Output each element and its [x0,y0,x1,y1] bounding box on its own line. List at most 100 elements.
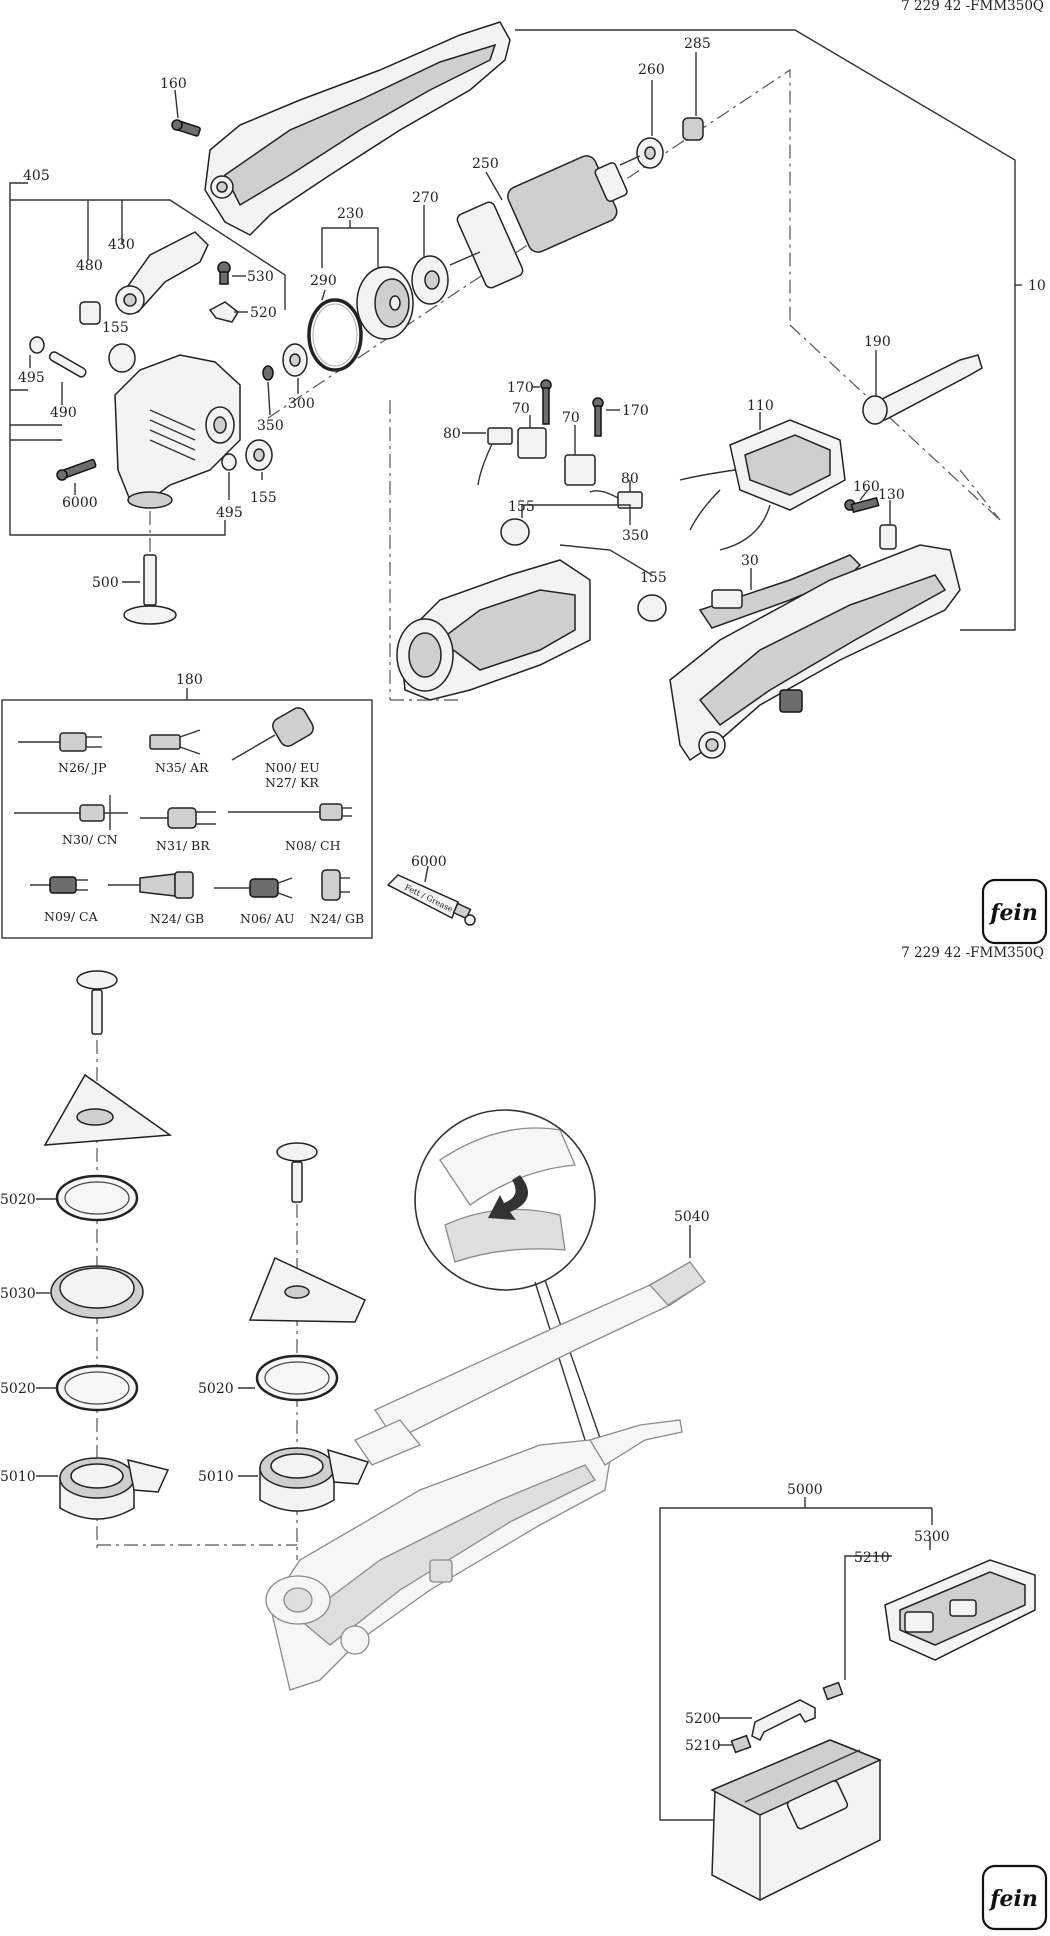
suction-tube-5040 [354,1261,706,1466]
plug-label-ca: N09/ CA [44,909,99,924]
clip-510 [208,301,239,323]
roller-155-c [500,518,530,546]
roller-155-b [245,439,273,471]
label-5210-bottom [730,1734,752,1754]
callout-170-a: 170 [507,380,534,396]
callout-160-b: 160 [853,479,880,495]
bracket-405 [9,182,286,536]
cap-495-a [29,336,45,354]
callout-5210-bottom: 5210 [685,1738,721,1754]
plug-label-gb-a: N24/ GB [150,911,204,926]
callout-70-b: 70 [562,410,580,426]
callout-180: 180 [176,672,203,688]
brush-holder-70-a [517,427,547,459]
screw-170-b [592,397,604,437]
plug-label-jp: N26/ JP [58,760,106,775]
grease-tube-6000: Fett / Grease [386,874,476,926]
callout-155-c: 155 [508,499,535,515]
callout-155-b: 155 [250,490,277,506]
multimaster-tool-ghost [265,1419,683,1691]
callout-110: 110 [747,398,774,414]
plug-label-br: N31/ BR [156,838,210,853]
roller-155-d [637,594,667,622]
plug-icon-ch [228,803,352,821]
brush-holder-70-b [564,454,596,486]
fein-logo-mid: fein [981,878,1048,945]
plug-label-eu: N00/ EU [265,760,320,775]
callout-5040: 5040 [674,1209,710,1225]
plug-label-cn: N30/ CN [62,832,118,847]
screw-160-top [171,119,201,137]
carrying-case [710,1739,882,1901]
screw-160-b [844,496,880,514]
detail-circle [414,1109,601,1441]
callout-495-a: 495 [18,370,45,386]
plug-icon-jp [18,732,102,752]
callout-5020-c: 5020 [198,1381,234,1397]
callout-230: 230 [337,206,364,222]
ring-5020-c [255,1354,339,1402]
fein-logo-bottom: fein [981,1864,1048,1931]
callout-480: 480 [76,258,103,274]
logo-text-mid: fein [988,900,1038,926]
callout-490: 490 [50,405,77,421]
plug-icon-ca [30,876,88,894]
callout-5210-top: 5210 [854,1550,890,1566]
plug-label-ch: N08/ CH [285,838,341,853]
doc-id-mid: 7 229 42 -FMM350Q [901,945,1044,961]
bearing-270 [411,255,449,305]
brush-80-a [477,427,513,486]
callout-300: 300 [288,396,315,412]
callout-80-b: 80 [621,471,639,487]
pin-490 [48,351,87,378]
sleeve-285 [682,117,704,141]
callout-310: 350 [257,418,284,434]
doc-id-top: 7 229 42 -FMM350Q [901,0,1044,14]
fan-230 [356,266,414,340]
o-ring-290 [307,298,363,372]
housing-shell-bottom [669,544,961,762]
plug-label-au: N06/ AU [240,911,295,926]
bracket-5000 [659,1497,933,1821]
tray-insert-5300 [884,1559,1036,1661]
callout-430: 430 [108,237,135,253]
callout-405: 405 [23,168,50,184]
adapter-5010-a [59,1457,170,1520]
bearing-300 [282,343,308,377]
fixing-knob-middle [276,1142,318,1203]
callout-5030: 5030 [0,1286,36,1302]
roller-155-a [108,343,136,373]
plug-box [1,688,373,939]
callout-5200: 5200 [685,1711,721,1727]
handle-5200 [751,1699,816,1742]
spindle-500 [123,554,177,625]
plug-icon-au [214,877,293,899]
callout-130: 130 [878,487,905,503]
plug-icon-eu [231,707,314,761]
callout-260: 260 [638,62,665,78]
callout-520: 530 [247,269,274,285]
plug-icon-cn [14,795,128,830]
bracket-10 [515,29,1022,631]
cap-495-b [221,453,237,471]
callout-270: 270 [412,190,439,206]
plug-icon-gb-adapter [321,869,350,901]
callout-190: 190 [864,334,891,350]
plug-icon-br [140,807,216,829]
electronics-110 [679,419,846,551]
adapter-5010-b [259,1447,370,1512]
screw-530 [56,458,97,481]
lever-430 [115,231,209,315]
plug-icon-gb [108,871,194,899]
sanding-pad-left [43,1073,173,1146]
callout-5300: 5300 [914,1529,950,1545]
clamp-130 [879,524,897,550]
ring-5020-b [55,1364,139,1412]
fixing-knob-left [76,970,118,1035]
callout-5020-a: 5020 [0,1192,36,1208]
ring-5020-a [55,1174,139,1222]
screw-520 [217,261,231,285]
housing-shell-top [204,21,511,236]
callout-5000: 5000 [787,1482,823,1498]
